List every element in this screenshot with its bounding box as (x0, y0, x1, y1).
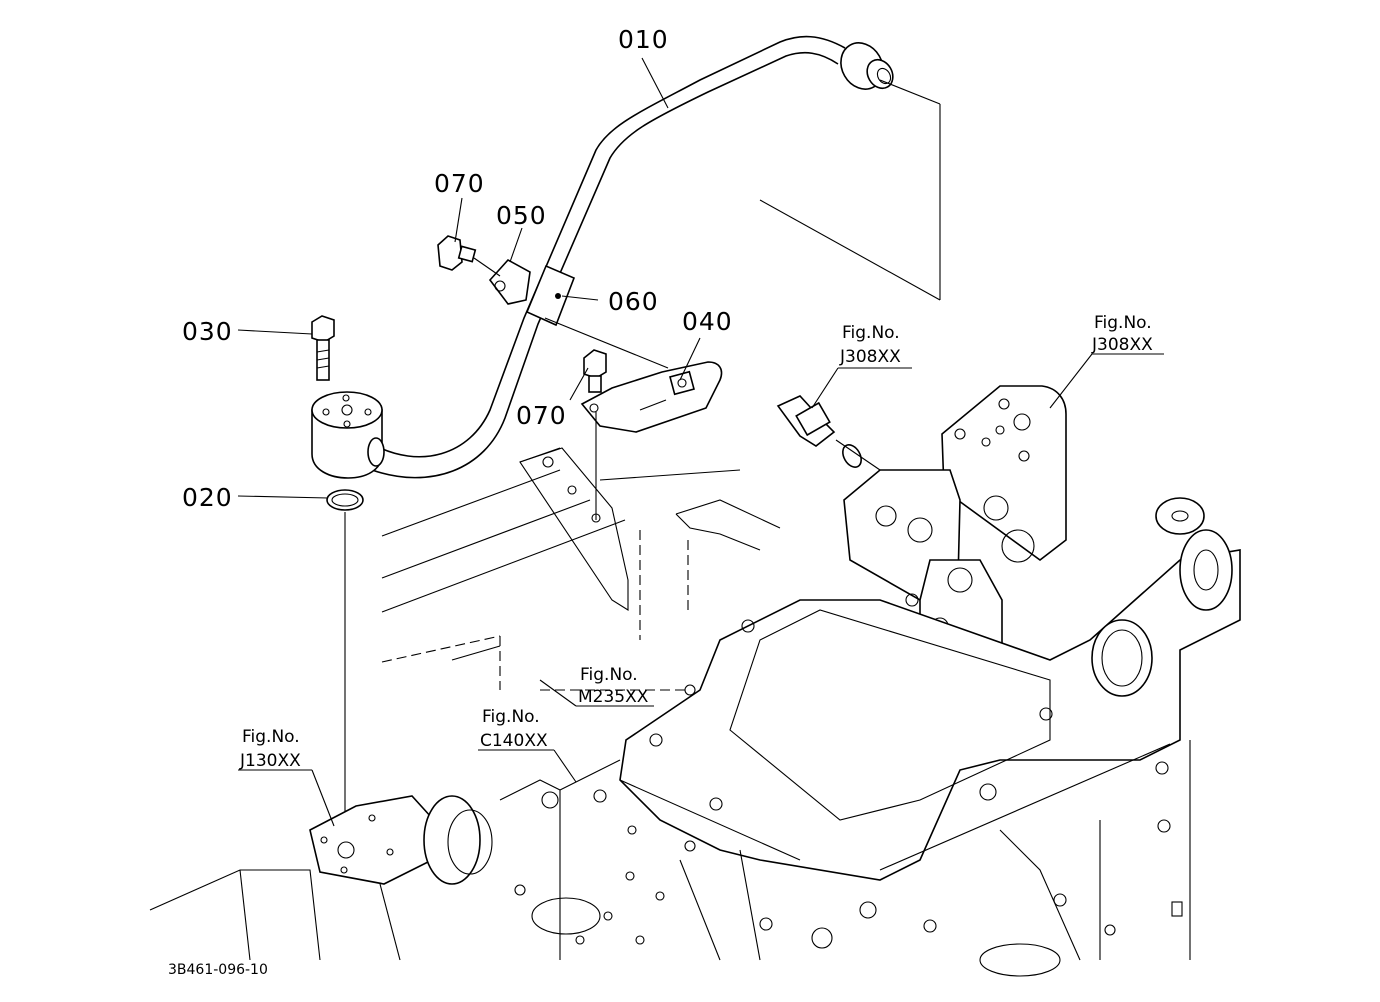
fig-ref-caption: Fig.No. (242, 727, 300, 747)
leader-lines (237, 57, 1164, 827)
fig-ref-code[interactable]: J130XX (239, 751, 301, 771)
part-label-030[interactable]: 030 (182, 317, 233, 346)
fig-ref-m235[interactable]: Fig.No. M235XX (578, 665, 649, 707)
bolt-070-upper[interactable] (437, 235, 477, 271)
fig-ref-code[interactable]: J308XX (839, 347, 901, 367)
fig-ref-c140[interactable]: Fig.No. C140XX (480, 707, 548, 751)
pump-assembly (149, 759, 761, 961)
hydraulic-case (759, 740, 1191, 977)
phantom-frame (381, 79, 941, 691)
clamp-050[interactable] (488, 258, 531, 305)
part-label-040[interactable]: 040 (682, 307, 733, 336)
part-label-070-upper[interactable]: 070 (434, 169, 485, 198)
part-label-070-lower[interactable]: 070 (516, 401, 567, 430)
fig-ref-caption: Fig.No. (580, 665, 638, 685)
fig-ref-caption: Fig.No. (1094, 313, 1152, 333)
center-line-060 (544, 317, 669, 369)
fig-ref-code[interactable]: C140XX (480, 731, 548, 751)
center-line-070-upper (473, 257, 501, 277)
fig-ref-j308-right[interactable]: Fig.No. J308XX (1091, 313, 1153, 355)
part-label-010[interactable]: 010 (618, 25, 669, 54)
bracket-040[interactable] (580, 361, 723, 433)
bolt-070-lower[interactable] (583, 349, 607, 393)
fig-ref-code[interactable]: M235XX (578, 687, 649, 707)
part-label-050[interactable]: 050 (496, 201, 547, 230)
oil-pipe-010[interactable] (371, 35, 898, 479)
fig-ref-code[interactable]: J308XX (1091, 335, 1153, 355)
fig-ref-caption: Fig.No. (482, 707, 540, 727)
part-label-020[interactable]: 020 (182, 483, 233, 512)
part-label-060[interactable]: 060 (608, 287, 659, 316)
diagram-code: 3B461-096-10 (168, 962, 268, 978)
fig-ref-j130[interactable]: Fig.No. J130XX (239, 727, 301, 771)
fig-ref-caption: Fig.No. (842, 323, 900, 343)
pipe-banjo-block[interactable] (311, 391, 385, 479)
control-valve-body (619, 385, 1241, 881)
o-ring-020[interactable] (326, 489, 364, 511)
bolt-030[interactable] (311, 315, 335, 381)
fitting-j308 (776, 395, 881, 471)
fig-ref-j308-left[interactable]: Fig.No. J308XX (839, 323, 901, 367)
